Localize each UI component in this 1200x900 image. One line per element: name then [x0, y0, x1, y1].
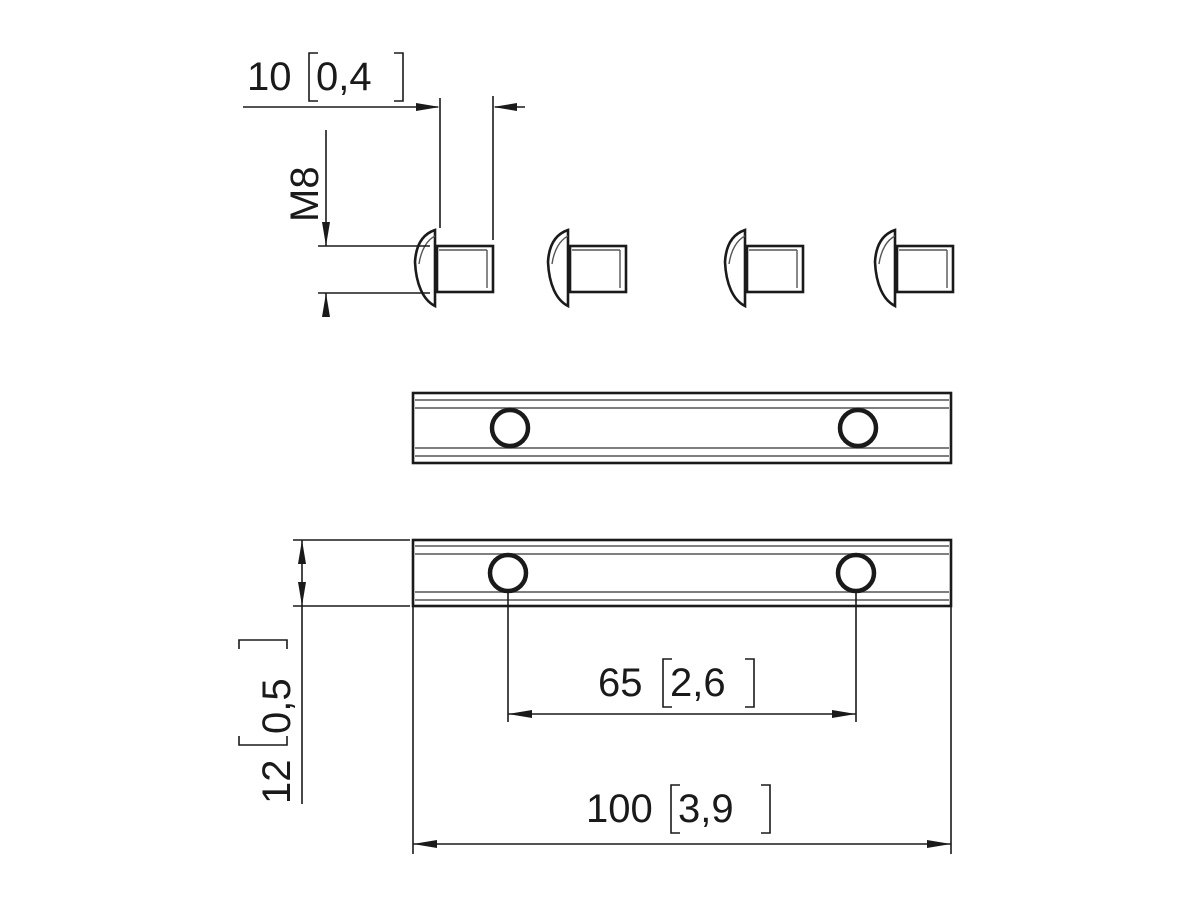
bolt-3 — [723, 228, 805, 309]
height-value: 12 — [255, 760, 299, 805]
bolt-1 — [413, 228, 495, 309]
hole-right-top — [837, 407, 879, 449]
total-length-alt: 3,9 — [678, 787, 734, 831]
total-length-value: 100 — [586, 787, 653, 831]
thread-value: M8 — [283, 166, 327, 222]
hole-left-top — [489, 407, 531, 449]
bolt-4 — [873, 228, 955, 309]
height-alt: 0,5 — [255, 678, 299, 734]
hole-left-bottom — [487, 552, 529, 594]
bolt-length-dimension: 10 0,4 — [243, 52, 525, 240]
bolt-length-alt: 0,4 — [316, 55, 372, 99]
hole-right-bottom — [835, 552, 877, 594]
nut-strip-top — [411, 391, 953, 465]
height-dimension: 12 0,5 — [238, 539, 410, 805]
thread-dimension: M8 — [283, 130, 430, 317]
hole-spacing-value: 65 — [598, 661, 643, 705]
total-length-dimension: 100 3,9 — [412, 606, 952, 854]
nut-strip-bottom — [411, 538, 953, 608]
bolt-2 — [546, 228, 628, 309]
hole-spacing-alt: 2,6 — [670, 661, 726, 705]
bolt-length-value: 10 — [247, 55, 292, 99]
hole-spacing-dimension: 65 2,6 — [507, 592, 857, 722]
